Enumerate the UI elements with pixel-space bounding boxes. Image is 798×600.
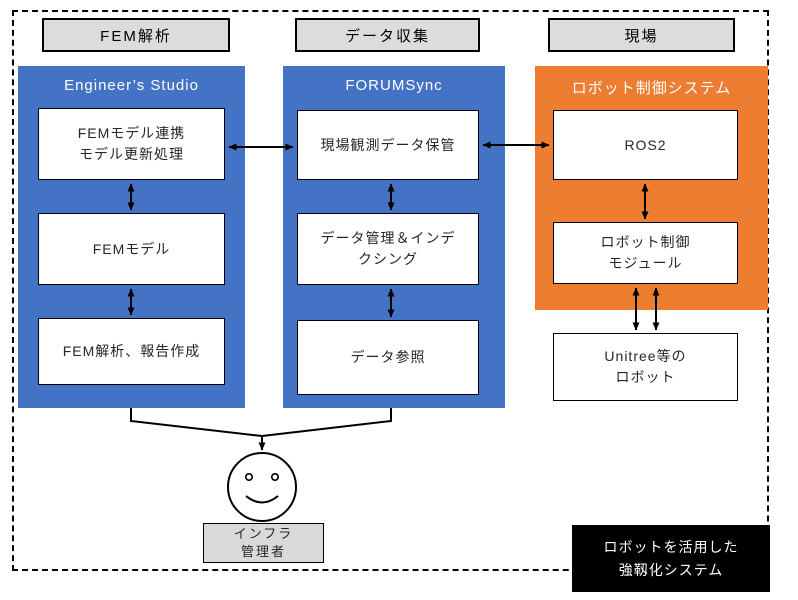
forumsync-title: FORUMSync — [345, 77, 443, 94]
infrastructure-manager-label: インフラ 管理者 — [203, 523, 324, 563]
fem-model-box: FEMモデル — [38, 213, 225, 285]
fem-model-update-box: FEMモデル連携 モデル更新処理 — [38, 108, 225, 180]
engineers-studio-panel: Engineer’s Studio FEMモデル連携 モデル更新処理 FEMモデ… — [18, 66, 245, 408]
site-observation-data-box: 現場観測データ保管 — [297, 110, 479, 180]
unitree-robot-box: Unitree等の ロボット — [553, 333, 738, 401]
robot-control-panel: ロボット制御システム ROS2 ロボット制御 モジュール — [535, 66, 768, 310]
data-management-indexing-box: データ管理＆インデ クシング — [297, 213, 479, 285]
header-site: 現場 — [548, 18, 735, 52]
header-fem-analysis: FEM解析 — [42, 18, 230, 52]
robot-resilience-system-label: ロボットを活用した 強靱化システム — [572, 525, 770, 592]
header-data-collection: データ収集 — [295, 18, 480, 52]
robot-control-module-box: ロボット制御 モジュール — [553, 222, 738, 284]
fem-report-box: FEM解析、報告作成 — [38, 318, 225, 385]
ros2-box: ROS2 — [553, 110, 738, 180]
system-boundary-frame — [12, 10, 769, 571]
robot-control-title: ロボット制御システム — [571, 80, 732, 97]
engineers-studio-title: Engineer’s Studio — [64, 77, 199, 94]
data-reference-box: データ参照 — [297, 320, 479, 395]
forumsync-panel: FORUMSync 現場観測データ保管 データ管理＆インデ クシング データ参照 — [283, 66, 505, 408]
